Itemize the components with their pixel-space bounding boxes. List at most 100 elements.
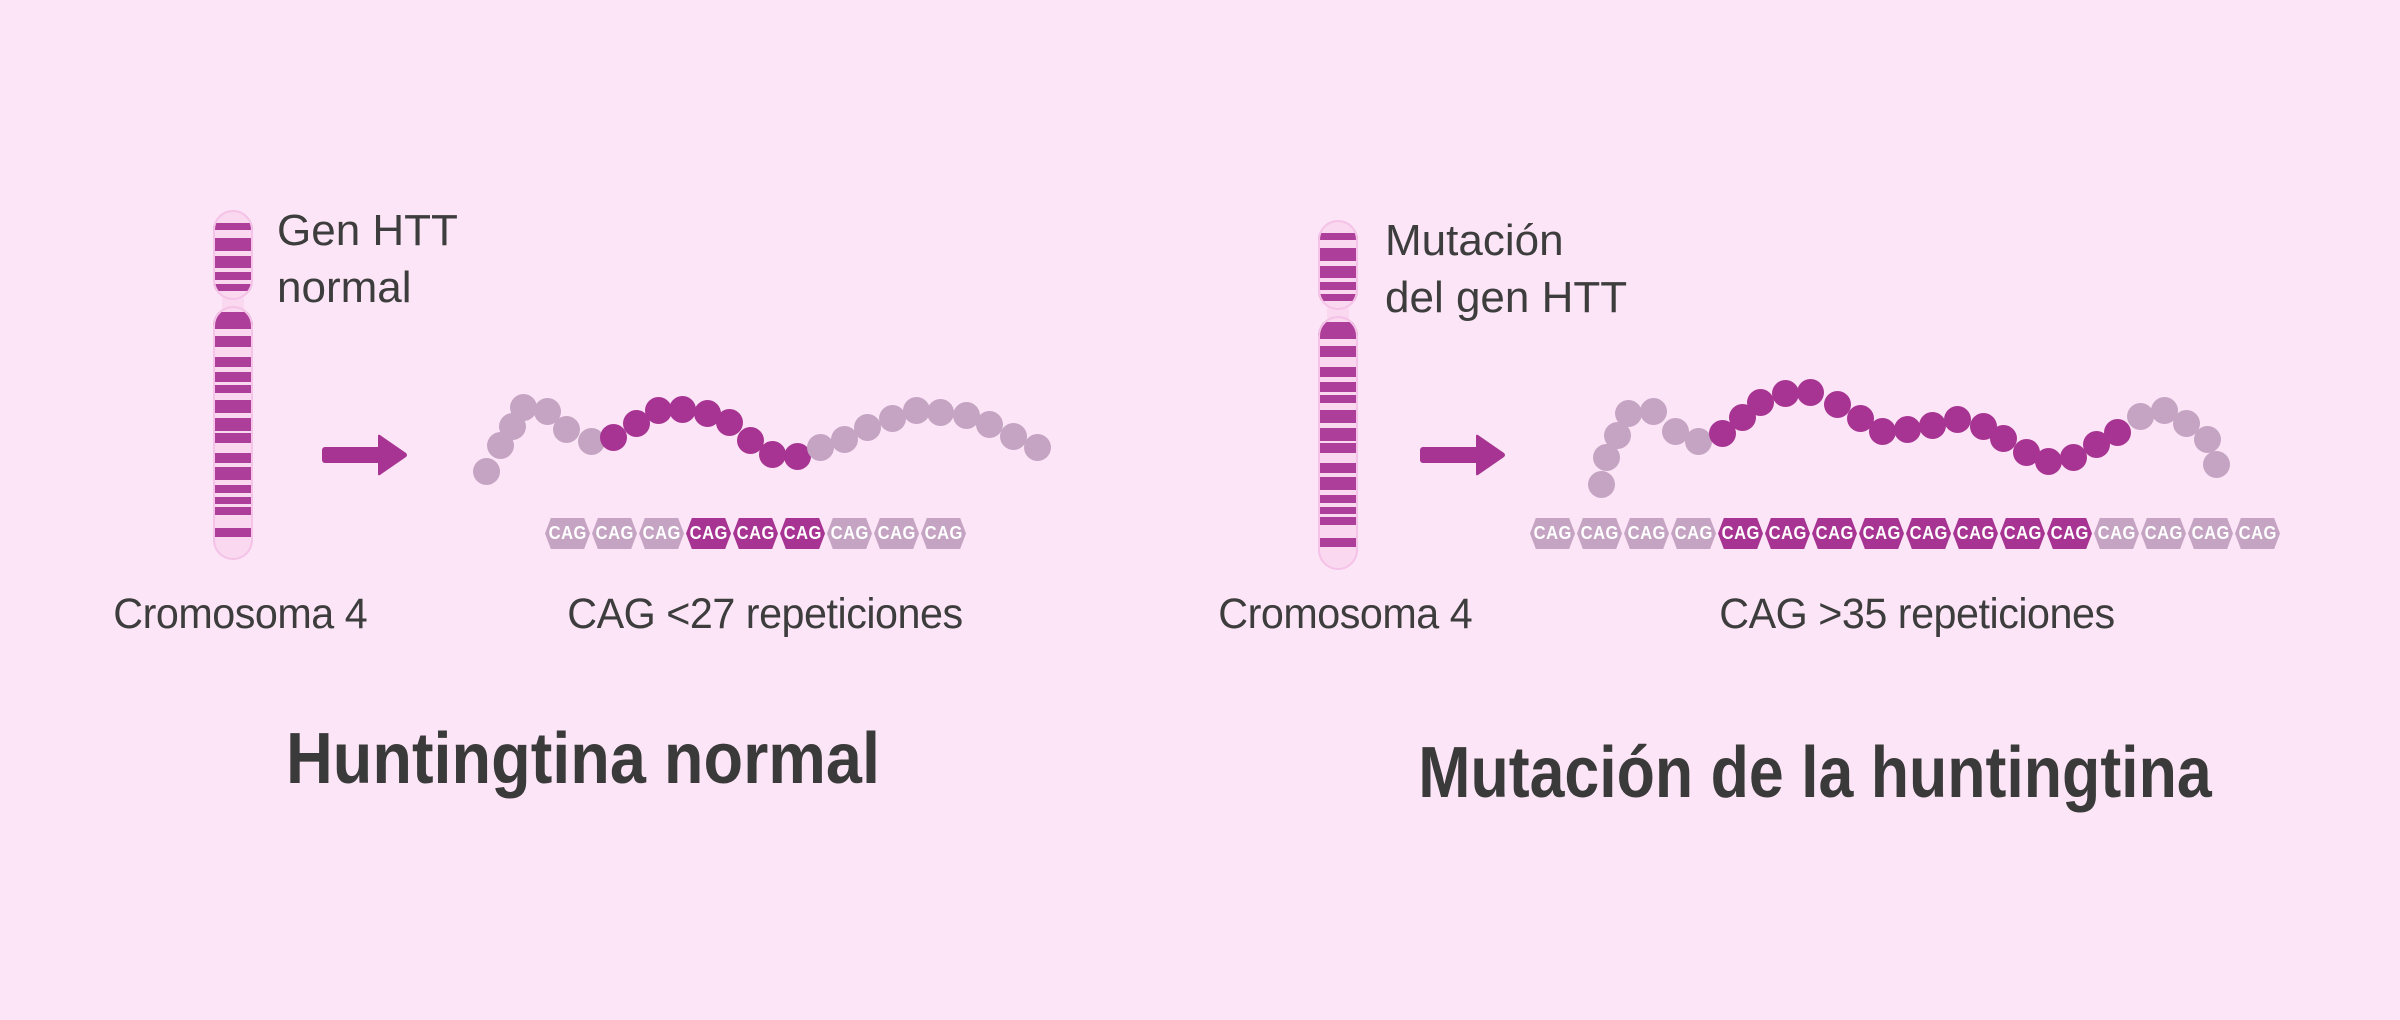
protein-bead-dark <box>2082 430 2110 458</box>
protein-bead-light <box>902 396 930 424</box>
protein-bead-dark <box>1728 403 1756 431</box>
repeat-caption-wrap-left: CAG <27 repeticiones <box>540 590 990 639</box>
cag-repeat-unit-light: CAG <box>1671 518 1716 549</box>
protein-bead-light <box>1587 470 1615 498</box>
cag-repeat-label: CAG <box>2050 523 2089 543</box>
right-arrow-icon <box>1420 434 1505 476</box>
cag-repeat-label: CAG <box>1721 523 1760 543</box>
protein-bead-light <box>975 410 1003 438</box>
cag-repeat-unit-dark: CAG <box>1718 518 1763 549</box>
gene-label-line2: normal <box>277 263 412 312</box>
cag-repeat-label: CAG <box>1862 523 1901 543</box>
cag-repeat-label: CAG <box>736 523 775 543</box>
cag-repeat-unit-dark: CAG <box>686 518 731 549</box>
cag-repeat-unit-light: CAG <box>921 518 966 549</box>
protein-bead-light <box>509 393 537 421</box>
chromosome-caption-wrap-right: Cromosoma 4 <box>1195 590 1495 639</box>
protein-bead-dark <box>1893 415 1921 443</box>
protein-bead-light <box>853 413 881 441</box>
protein-bead-dark <box>1969 412 1997 440</box>
protein-bead-dark <box>644 396 672 424</box>
chromosome-caption-wrap-left: Cromosoma 4 <box>90 590 390 639</box>
protein-bead-light <box>999 422 1027 450</box>
chromosome-caption-left: Cromosoma 4 <box>113 590 367 638</box>
protein-bead-dark <box>758 440 786 468</box>
protein-bead-dark <box>783 442 811 470</box>
cag-repeat-unit-dark: CAG <box>1906 518 1951 549</box>
protein-bead-light <box>1592 443 1620 471</box>
protein-bead-light <box>830 425 858 453</box>
protein-bead-dark <box>599 423 627 451</box>
protein-bead-dark <box>2059 443 2087 471</box>
protein-bead-light <box>533 397 561 425</box>
cag-repeat-unit-dark: CAG <box>2000 518 2045 549</box>
panel-title-mutation: Mutación de la huntingtina <box>1418 733 2212 813</box>
protein-bead-light <box>1661 417 1689 445</box>
cag-repeat-label: CAG <box>1533 523 1572 543</box>
chromosome-4-illustration-left <box>213 210 253 560</box>
protein-bead-light <box>2202 450 2230 478</box>
cag-repeat-unit-light: CAG <box>2094 518 2139 549</box>
protein-bead-dark <box>2103 418 2131 446</box>
chromosome-4-illustration-right <box>1318 220 1358 570</box>
protein-bead-dark <box>668 395 696 423</box>
protein-bead-dark <box>2034 447 2062 475</box>
protein-bead-dark <box>736 426 764 454</box>
cag-repeat-label: CAG <box>2097 523 2136 543</box>
protein-bead-light <box>486 431 514 459</box>
cag-repeat-unit-light: CAG <box>639 518 684 549</box>
protein-bead-light <box>552 415 580 443</box>
protein-bead-light <box>2126 402 2154 430</box>
protein-bead-light <box>1684 427 1712 455</box>
protein-bead-dark <box>1823 390 1851 418</box>
protein-bead-light <box>498 412 526 440</box>
title-wrap-right: Mutación de la huntingtina <box>1359 732 2211 814</box>
title-wrap-left: Huntingtina normal <box>233 718 933 800</box>
cag-repeat-unit-light: CAG <box>2141 518 2186 549</box>
cag-repeat-label: CAG <box>689 523 728 543</box>
cag-repeat-label: CAG <box>830 523 869 543</box>
cag-repeat-label: CAG <box>2238 523 2277 543</box>
gene-label-line1: Gen HTT <box>277 206 458 255</box>
cag-repeat-label: CAG <box>1909 523 1948 543</box>
protein-bead-dark <box>1746 388 1774 416</box>
cag-repeat-unit-light: CAG <box>2235 518 2280 549</box>
cag-repeat-label: CAG <box>1627 523 1666 543</box>
protein-bead-dark <box>1771 379 1799 407</box>
protein-bead-light <box>878 404 906 432</box>
cag-repeat-unit-light: CAG <box>874 518 919 549</box>
protein-bead-dark <box>1796 378 1824 406</box>
repeat-count-caption-right: CAG >35 repeticiones <box>1719 590 2115 638</box>
cag-repeat-unit-dark: CAG <box>1812 518 1857 549</box>
protein-bead-light <box>577 427 605 455</box>
cag-repeat-unit-light: CAG <box>1530 518 1575 549</box>
protein-bead-dark <box>2012 438 2040 466</box>
protein-bead-dark <box>1989 424 2017 452</box>
cag-repeat-unit-dark: CAG <box>1765 518 1810 549</box>
cag-repeat-unit-light: CAG <box>1624 518 1669 549</box>
protein-bead-dark <box>1846 404 1874 432</box>
cag-repeat-label: CAG <box>1674 523 1713 543</box>
cag-repeat-label: CAG <box>2191 523 2230 543</box>
protein-bead-dark <box>622 409 650 437</box>
protein-bead-light <box>926 398 954 426</box>
protein-bead-light <box>1614 399 1642 427</box>
cag-repeat-unit-dark: CAG <box>1953 518 1998 549</box>
panel-title-normal: Huntingtina normal <box>286 719 880 799</box>
protein-bead-light <box>952 401 980 429</box>
cag-repeat-label: CAG <box>548 523 587 543</box>
cag-repeat-label: CAG <box>924 523 963 543</box>
repeat-caption-wrap-right: CAG >35 repeticiones <box>1692 590 2142 639</box>
protein-bead-light <box>2193 425 2221 453</box>
protein-bead-dark <box>1708 419 1736 447</box>
protein-bead-dark <box>1943 405 1971 433</box>
cag-repeat-label: CAG <box>595 523 634 543</box>
cag-repeat-label: CAG <box>1768 523 1807 543</box>
protein-bead-light <box>472 457 500 485</box>
protein-bead-light <box>2150 396 2178 424</box>
gene-htt-mutation-label: Mutación del gen HTT <box>1385 212 1627 326</box>
